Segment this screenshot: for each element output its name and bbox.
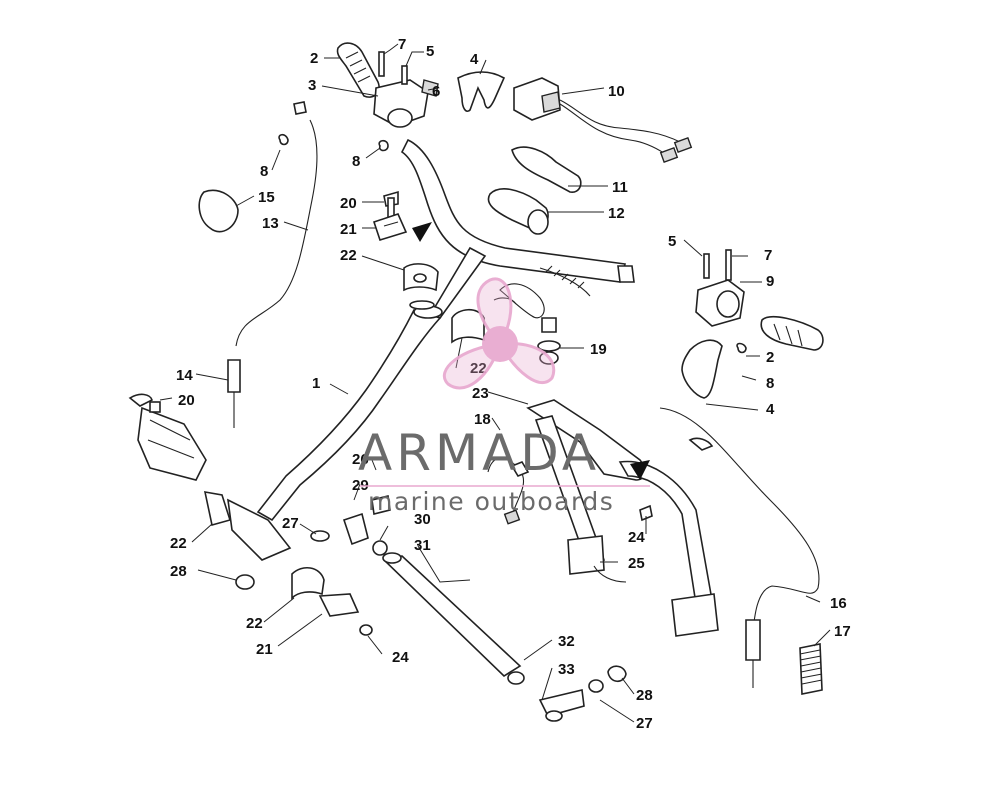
callout-30: 30 [414, 511, 431, 528]
callout-17: 17 [834, 623, 851, 640]
callout-18: 18 [474, 411, 491, 428]
callout-19: 19 [590, 341, 607, 358]
grip-heater-elements [487, 146, 582, 235]
callout-8: 8 [352, 153, 360, 170]
callout-26: 26 [352, 451, 369, 468]
clamp-half-upper [403, 263, 439, 292]
callout-2: 2 [766, 349, 774, 366]
callout-16: 16 [830, 595, 847, 612]
callout-28: 28 [170, 563, 187, 580]
watermark-subtitle: marine outboards [368, 487, 614, 516]
callout-20: 20 [178, 392, 195, 409]
callout-23: 23 [472, 385, 489, 402]
spring [799, 643, 823, 695]
clamp-half-center [451, 308, 485, 344]
callout-27: 27 [636, 715, 653, 732]
callout-8: 8 [260, 163, 268, 180]
hand-guard-right [681, 339, 723, 399]
callout-21: 21 [340, 221, 357, 238]
callout-14: 14 [176, 367, 193, 384]
callout-8: 8 [766, 375, 774, 392]
callout-15: 15 [258, 189, 275, 206]
callout-7: 7 [764, 247, 772, 264]
callout-6: 6 [432, 83, 440, 100]
callout-7: 7 [398, 36, 406, 53]
left-control-cable [198, 101, 318, 428]
callout-5: 5 [668, 233, 676, 250]
callout-31: 31 [414, 537, 431, 554]
callout-13: 13 [262, 215, 279, 232]
callout-4: 4 [766, 401, 775, 418]
callout-9: 9 [766, 273, 774, 290]
arrow-indicator-lower [630, 460, 650, 480]
callout-32: 32 [558, 633, 575, 650]
callout-22: 22 [246, 615, 263, 632]
arrow-indicator-upper [412, 222, 432, 242]
throttle-switch-housing [513, 77, 693, 163]
support-frame [487, 399, 719, 637]
callout-25: 25 [628, 555, 645, 572]
callout-21: 21 [256, 641, 273, 658]
hand-guard-top [457, 71, 506, 113]
callout-24: 24 [628, 529, 645, 546]
right-control-cable [659, 407, 823, 695]
callout-3: 3 [308, 77, 316, 94]
right-grip-assembly [695, 249, 824, 354]
left-lever-bracket [128, 393, 207, 481]
callout-12: 12 [608, 205, 625, 222]
watermark-title: ARMADA [358, 424, 600, 482]
handlebar-clamp [372, 190, 432, 242]
callout-1: 1 [312, 375, 320, 392]
watermark: ARMADA marine outboards [358, 424, 650, 516]
tie-rod [382, 552, 627, 722]
callout-2: 2 [310, 50, 318, 67]
callout-27: 27 [282, 515, 299, 532]
leader-lines [159, 43, 831, 723]
callout-22: 22 [340, 247, 357, 264]
callout-33: 33 [558, 661, 575, 678]
callout-5: 5 [426, 43, 434, 60]
propeller-logo-icon [442, 277, 556, 390]
callout-22: 22 [470, 360, 487, 377]
callout-24: 24 [392, 649, 409, 666]
callout-numbers: 2 7 5 3 6 4 10 8 8 11 15 13 20 21 12 22 … [170, 36, 851, 732]
callout-28: 28 [636, 687, 653, 704]
callout-4: 4 [470, 51, 479, 68]
handlebar [400, 138, 635, 283]
callout-20: 20 [340, 195, 357, 212]
steering-linkage [235, 495, 391, 636]
left-grip-assembly [336, 42, 439, 152]
callout-10: 10 [608, 83, 625, 100]
steering-post [203, 246, 487, 561]
callout-11: 11 [612, 179, 628, 196]
callout-22: 22 [170, 535, 187, 552]
